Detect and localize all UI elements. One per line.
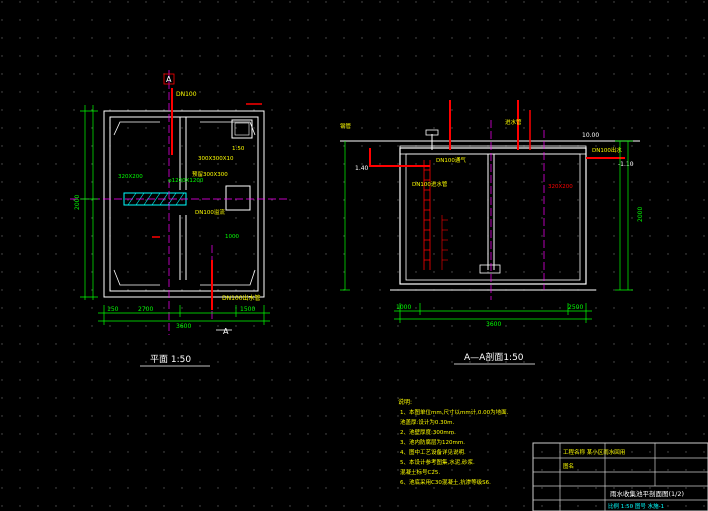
notes-line-7: 6、池底采用C30混凝土,抗渗等级S6. — [400, 478, 491, 486]
section-pipe-out-label: DN100出水 — [592, 146, 622, 154]
plan-label-5: 320X200 — [118, 174, 143, 180]
plan-label-2: 1:50 — [232, 146, 245, 152]
notes-line-4: 4、图中工艺设备详见说明. — [400, 448, 466, 456]
plan-label-6: 1000 — [225, 234, 239, 240]
notes-line-5: 5、本设计参考图集,水泥,砂浆. — [400, 458, 475, 466]
title-block: 工程名称 某小区雨水回用 图名 雨水收集池平剖面图(1/2) 比例 1:50 图… — [532, 442, 708, 511]
section-tank-outer — [399, 147, 587, 285]
plan-dim-left: 2700 — [138, 306, 153, 313]
plan-dimensions — [80, 105, 270, 325]
notes-line-2: 2、池壁厚度:300mm. — [400, 428, 456, 436]
section-dim-left: 1000 — [396, 304, 411, 311]
plan-section-mark-bottom: A — [223, 327, 229, 336]
plan-label-4: DN100溢流 — [195, 208, 225, 216]
section-inlet-pipe — [369, 148, 430, 167]
section-elev-right: -1.10 — [618, 161, 634, 168]
section-label-3: 320X200 — [548, 184, 573, 190]
section-dimensions — [340, 140, 633, 323]
plan-dim-small: 150 — [107, 306, 119, 313]
notes-line-3: 3、池内防腐层为120mm. — [400, 438, 465, 446]
plan-dim-right: 1500 — [240, 306, 255, 313]
plan-pipe-out-label: DN100出水管 — [222, 294, 261, 302]
section-dim-total: 3600 — [486, 321, 501, 328]
section-label-2: 进水管 — [505, 118, 522, 126]
section-elev-top: 10.00 — [582, 132, 599, 139]
section-label-1: DN100通气 — [436, 156, 466, 164]
notes-line-6: 混凝土标号C25. — [400, 468, 440, 476]
plan-label-3: 预留300X300 — [192, 170, 228, 178]
title-block-drawing-title: 雨水收集池平剖面图(1/2) — [610, 489, 684, 498]
section-dim-right: 2500 — [568, 304, 583, 311]
title-block-row2: 图名 — [563, 462, 574, 470]
section-label-0: 钢管 — [340, 122, 352, 130]
section-view: 10.00 1.40 -1.10 DN100进水管 DN100出水 钢管 DN1… — [340, 100, 644, 365]
notes-heading: 说明: — [398, 398, 412, 406]
section-pump — [479, 264, 501, 274]
plan-outer-wall — [103, 110, 265, 298]
section-elev-left: 1.40 — [355, 165, 369, 172]
title-block-row1: 工程名称 某小区雨水回用 — [563, 448, 625, 456]
plan-section-mark-top: A — [166, 75, 172, 84]
plan-inner-wall — [109, 116, 259, 292]
notes-line-1: 池盖厚:设计为0.30m. — [400, 418, 454, 426]
title-block-row4: 比例 1:50 图号 水施-1 — [608, 502, 664, 510]
section-ladder — [423, 160, 431, 270]
plan-label-0: φ1200X1200 — [168, 178, 204, 184]
plan-manhole — [225, 185, 251, 211]
plan-dim-total: 3600 — [176, 323, 191, 330]
plan-view: A A DN100 DN100出水管 φ1200X1200 300X300X10… — [70, 70, 290, 367]
plan-pipe-in-label: DN100 — [176, 91, 197, 98]
section-pipe-in-label: DN100进水管 — [412, 180, 448, 188]
section-dim-height: 2000 — [637, 207, 644, 222]
notes-block: 说明: 1、本图单位mm,尺寸以mm计,0.00为地面. 池盖厚:设计为0.30… — [398, 398, 509, 486]
plan-label-1: 300X300X10 — [198, 156, 234, 162]
plan-dim-height: 2000 — [74, 195, 81, 210]
notes-line-0: 1、本图单位mm,尺寸以mm计,0.00为地面. — [400, 408, 509, 416]
section-title: A—A剖面1:50 — [464, 351, 524, 363]
plan-title: 平面 1:50 — [150, 354, 191, 365]
